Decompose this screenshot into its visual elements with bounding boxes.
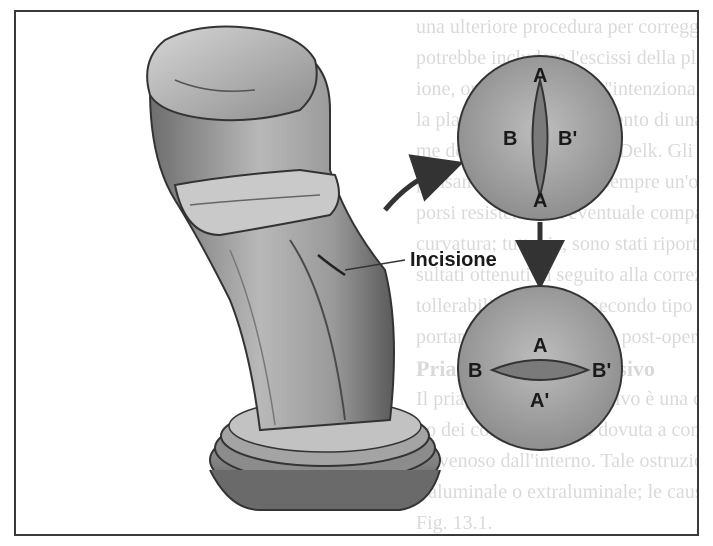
top-label-a: A [533, 65, 547, 87]
bottom-label-a: A [533, 335, 547, 357]
callout-label: Incisione [410, 249, 497, 271]
top-detail-view: A B B' A [458, 56, 622, 220]
glans [147, 27, 317, 121]
bottom-label-b: B [468, 360, 482, 382]
bottom-label-a-prime: A' [530, 390, 549, 412]
top-label-b-prime: B' [558, 128, 577, 150]
bottom-detail-view: A B B' A' [458, 286, 622, 450]
top-label-b: B [503, 128, 517, 150]
arrow-to-top-view [385, 170, 440, 210]
top-label-a-bottom: A [533, 190, 547, 212]
bottom-label-b-prime: B' [592, 360, 611, 382]
